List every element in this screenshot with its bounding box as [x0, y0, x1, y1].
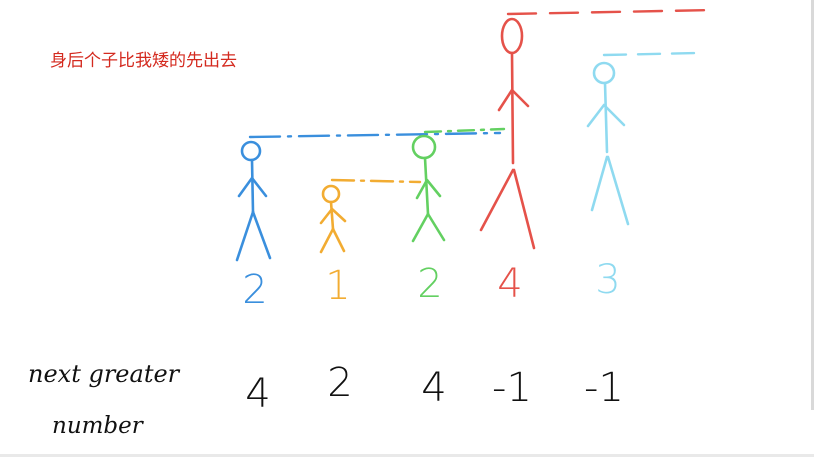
- row-label-line-2: number: [52, 413, 143, 439]
- row-label-line-1: next greater: [28, 360, 180, 388]
- stick-figure-icon: [411, 134, 446, 243]
- stick-figure-icon: [235, 140, 272, 262]
- answer-number: 4: [421, 365, 447, 411]
- height-number: 2: [242, 267, 268, 313]
- sightline-person-2: [330, 178, 422, 184]
- edge-divider: [811, 0, 814, 410]
- sightline-person-1: [248, 131, 502, 139]
- height-number: 2: [417, 261, 443, 307]
- height-number: 3: [595, 257, 621, 303]
- answer-number: -1: [584, 365, 624, 411]
- stick-figure-icon: [586, 61, 630, 226]
- sightline-person-4: [506, 8, 716, 16]
- height-number: 4: [497, 261, 523, 307]
- sightline-person-5: [602, 51, 700, 57]
- caption-text: 身后个子比我矮的先出去: [50, 51, 237, 71]
- answer-number: 4: [245, 371, 271, 417]
- answer-number: 2: [327, 360, 353, 406]
- answer-number: -1: [492, 365, 532, 411]
- height-number: 1: [325, 263, 351, 309]
- sightline-person-3: [423, 127, 506, 134]
- stick-figure-icon: [479, 17, 536, 250]
- edge-divider: [0, 454, 814, 457]
- stick-figure-icon: [319, 184, 347, 254]
